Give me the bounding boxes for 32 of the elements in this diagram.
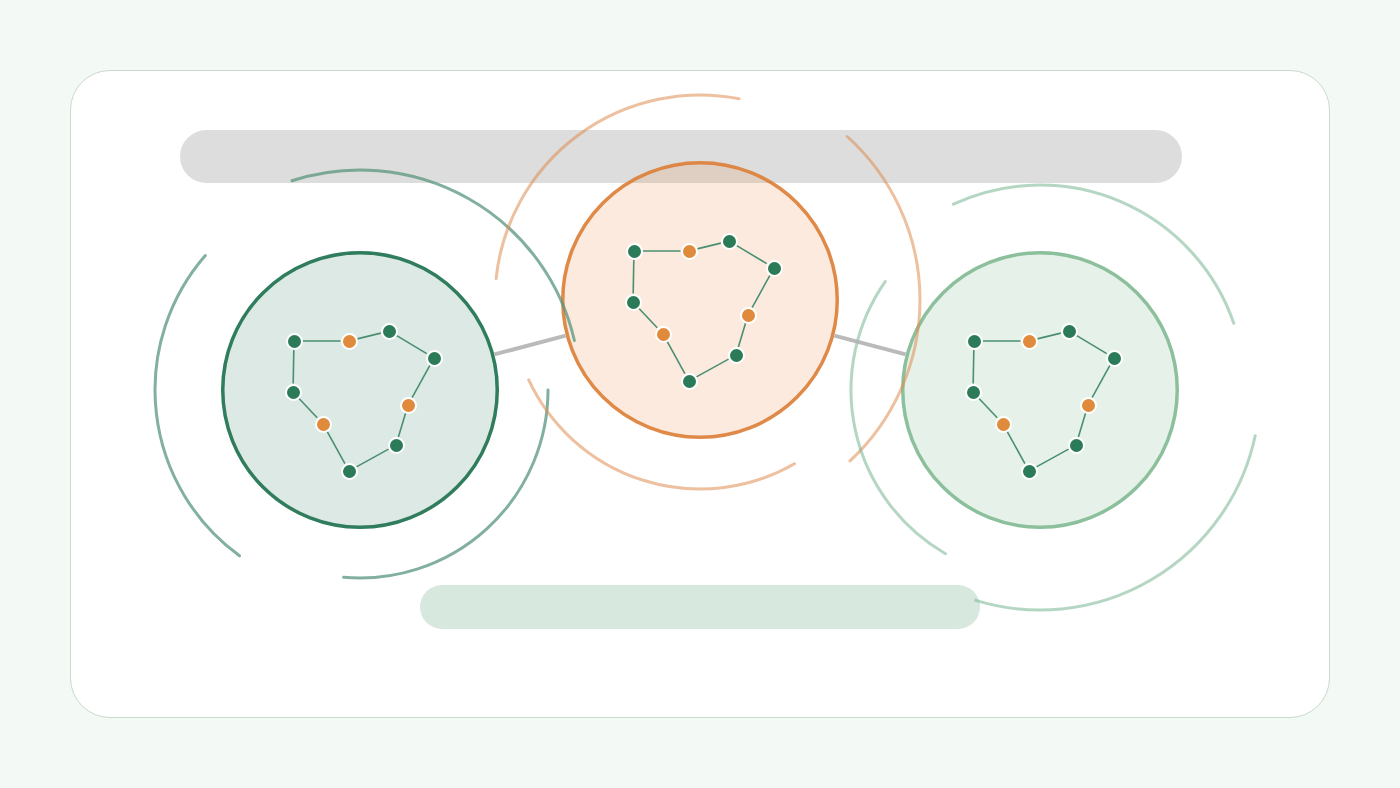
connector-line [301, 340, 342, 342]
connector-line [1036, 332, 1062, 340]
connector-line [737, 322, 747, 348]
connector-line [735, 244, 768, 265]
connector-line [395, 334, 428, 355]
connector-line [397, 412, 407, 438]
connector-line [1077, 412, 1087, 438]
cluster-circle [901, 251, 1179, 529]
connector-line [493, 333, 567, 357]
connector-line [1075, 334, 1108, 355]
connector-line [326, 430, 346, 465]
connector-line [356, 332, 382, 340]
connector-line [666, 340, 686, 375]
cluster-circle [221, 251, 499, 529]
connector-line [411, 364, 431, 399]
connector-line [972, 348, 975, 385]
connector-line [981, 340, 1022, 342]
connector-line [833, 333, 907, 357]
connector-line [696, 242, 722, 250]
connector-line [641, 250, 682, 252]
connector-line [632, 258, 635, 295]
connector-line [638, 307, 658, 329]
connector-line [355, 448, 390, 468]
connector-line [292, 348, 295, 385]
cluster-circle [561, 161, 839, 439]
connector-line [1006, 430, 1026, 465]
connector-line [1035, 448, 1070, 468]
connector-line [1091, 364, 1111, 399]
connector-line [695, 358, 730, 378]
connector-line [978, 397, 998, 419]
connector-line [298, 397, 318, 419]
connector-line [751, 274, 771, 309]
